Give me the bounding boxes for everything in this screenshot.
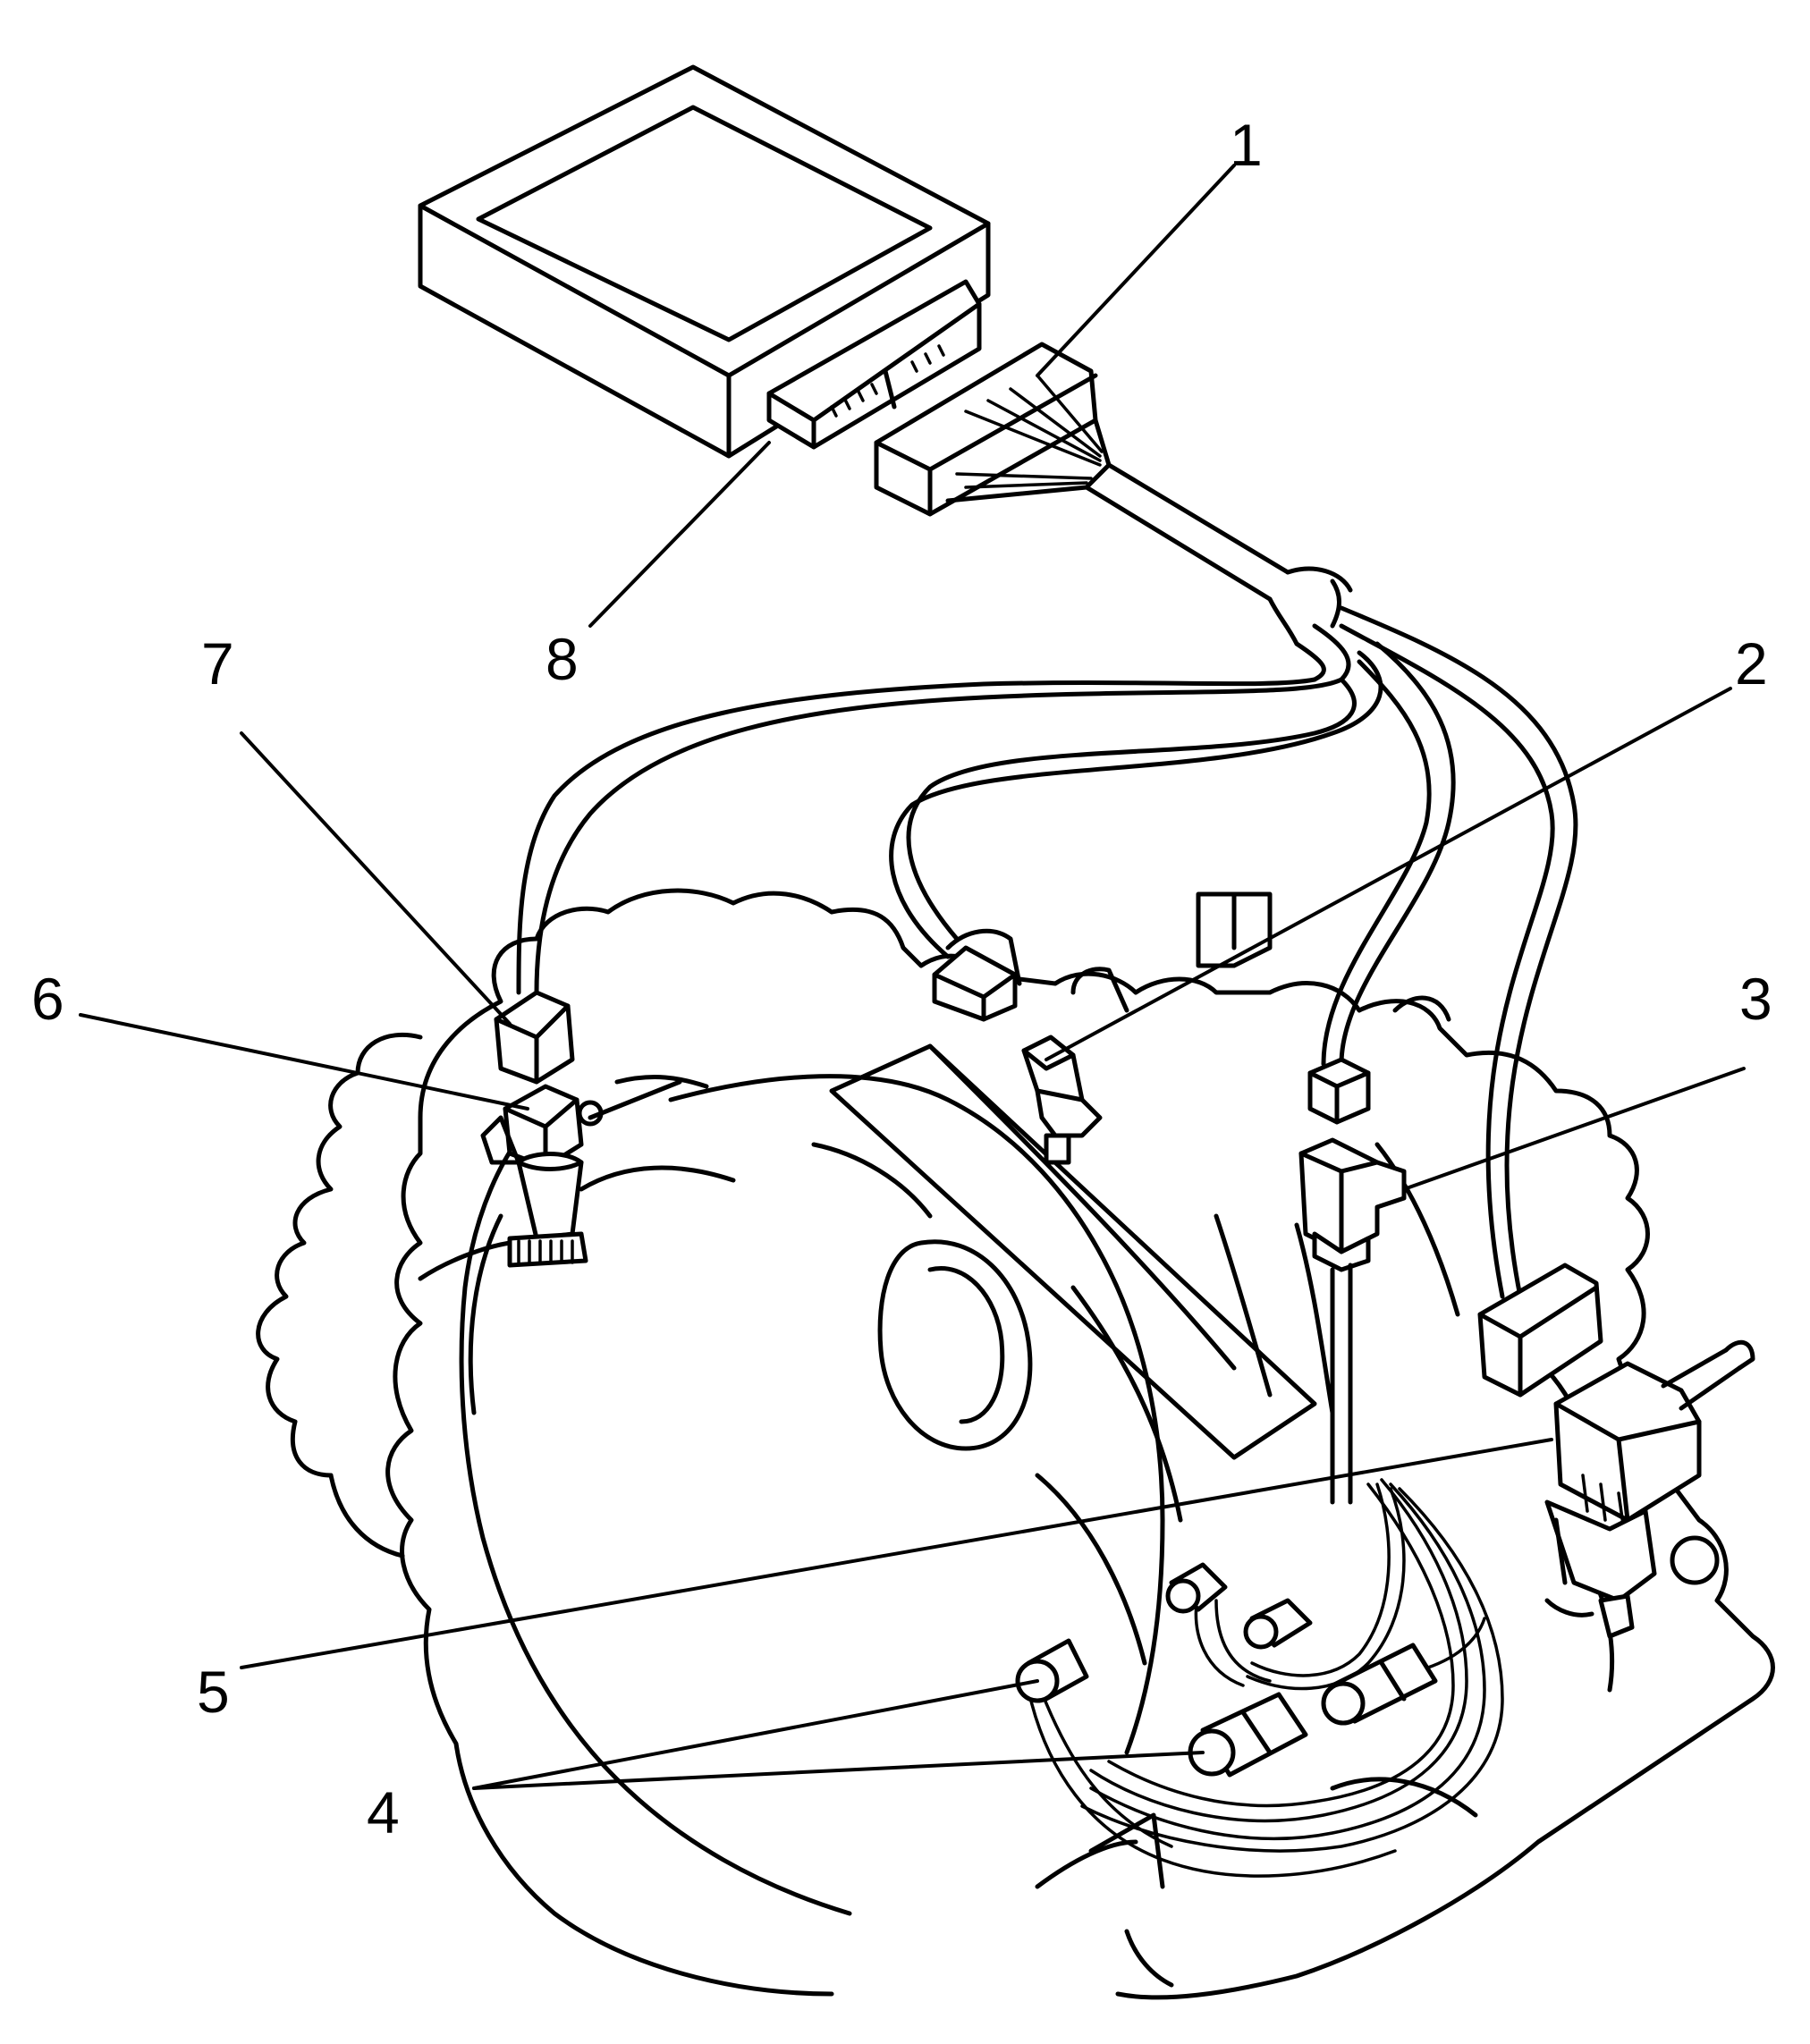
callout-8: 8	[546, 626, 579, 692]
callout-4: 4	[367, 1779, 400, 1846]
leader-lines	[79, 164, 1746, 1790]
leader-1	[1036, 164, 1236, 377]
control-module	[418, 64, 991, 459]
solenoid-a	[1165, 1562, 1228, 1614]
middle-connector	[932, 945, 1018, 1022]
leader-5	[240, 1438, 1553, 1669]
callouts: 1 2 3 4 5 6 7 8	[31, 112, 1772, 1846]
callout-5: 5	[197, 1659, 230, 1725]
throttle-position-sensor	[1021, 1035, 1103, 1165]
transmission-housing	[256, 888, 1775, 2000]
solenoid-c	[1321, 1643, 1438, 1726]
upper-connector-3	[1307, 1057, 1371, 1125]
right-connector-block	[1477, 1263, 1603, 1398]
callout-6: 6	[31, 966, 64, 1032]
callout-3: 3	[1739, 966, 1772, 1032]
callout-1: 1	[1230, 112, 1263, 178]
leader-2	[1045, 687, 1732, 1061]
leader-4b	[472, 1751, 1205, 1790]
range-switch-connector	[1298, 1137, 1407, 1505]
solenoid-wires	[1027, 1478, 1504, 1878]
leader-6	[79, 1013, 529, 1111]
leader-4a	[472, 1679, 1039, 1790]
callout-2: 2	[1735, 630, 1768, 697]
solenoid-b	[1243, 1598, 1313, 1650]
leader-8	[588, 441, 771, 628]
vehicle-speed-sensor	[418, 1079, 736, 1281]
callout-7: 7	[201, 630, 234, 697]
vss-connector	[494, 990, 575, 1085]
main-wiring-harness	[516, 462, 1578, 1299]
leader-7	[240, 731, 512, 1026]
pressure-switch-left	[1015, 1638, 1089, 1703]
transmission-solenoid-connector	[1544, 1339, 1755, 1639]
harness-connector	[874, 342, 1112, 517]
pressure-switch-right	[1188, 1692, 1308, 1778]
leader-3	[1402, 1067, 1746, 1191]
